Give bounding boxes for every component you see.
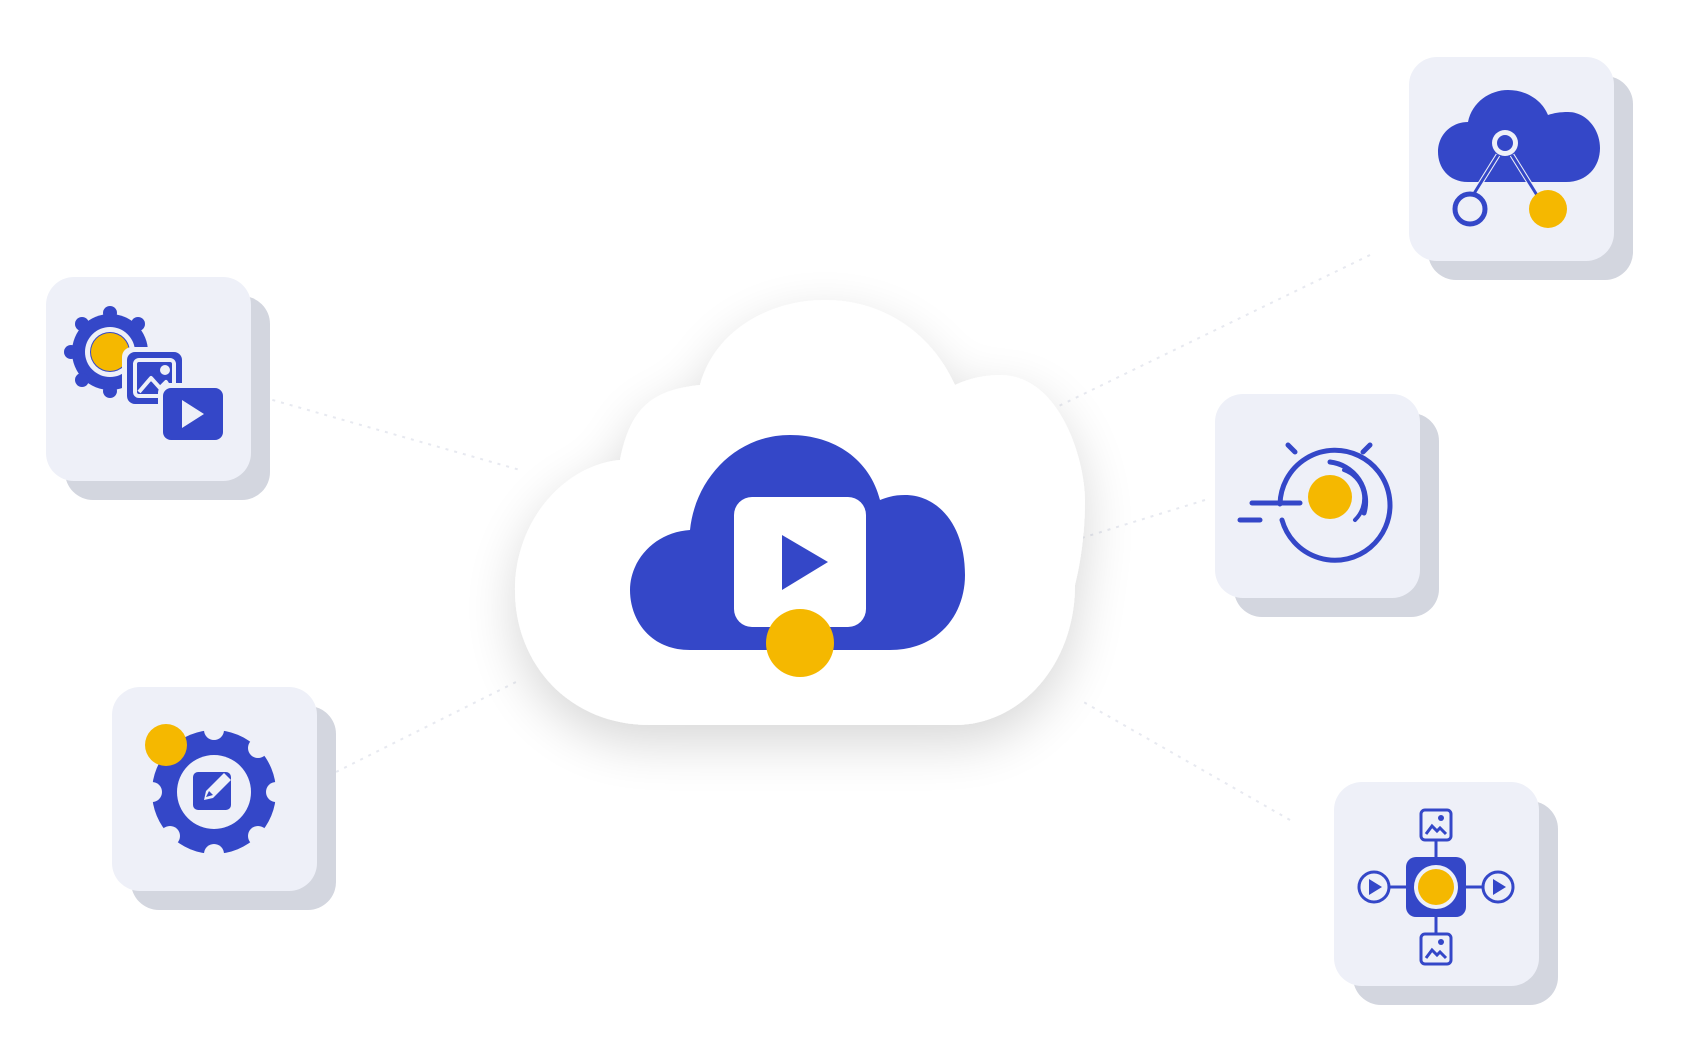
node-content-editing: [112, 687, 336, 910]
accent-dot: [766, 609, 834, 677]
gear-image-video-icon: [64, 306, 226, 443]
accent-dot: [1308, 475, 1352, 519]
node-fast-delivery: [1215, 394, 1439, 617]
image-icon: [1419, 808, 1453, 842]
connector-lines: [254, 254, 1371, 821]
play-icon: [782, 535, 828, 590]
hub-distribution-icon: [1357, 808, 1515, 966]
speed-dial-icon: [1237, 442, 1393, 563]
gear-edit-icon: [142, 720, 286, 864]
cloud-video-icon: [630, 435, 965, 677]
connector-fast-delivery: [1074, 499, 1206, 541]
cloud-network-icon: [1438, 90, 1600, 228]
node-media-distribution: [1334, 782, 1558, 1005]
accent-dot: [1418, 869, 1454, 905]
image-icon: [1419, 932, 1453, 966]
accent-dot: [1529, 190, 1567, 228]
accent-dot: [145, 724, 187, 766]
connector-media-distribution: [1079, 699, 1291, 821]
node-cloud-network: [1409, 57, 1633, 280]
connector-content-editing: [319, 679, 521, 781]
accent-dot: [91, 333, 129, 371]
connector-media-processing: [254, 394, 521, 471]
node-media-processing: [46, 277, 270, 500]
